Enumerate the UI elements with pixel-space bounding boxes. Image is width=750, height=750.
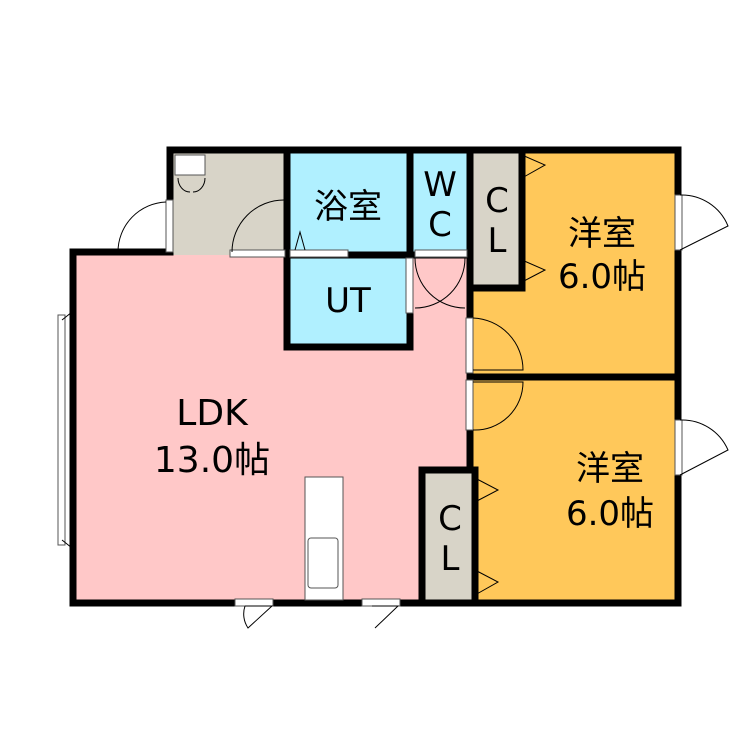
room-closet-bottom xyxy=(422,470,475,603)
bedroom2-label: 洋室 xyxy=(576,449,644,489)
ldk-size: 13.0帖 xyxy=(154,440,270,481)
ldk-label: LDK xyxy=(176,393,249,434)
closet-top-label-l: L xyxy=(488,221,507,261)
hallway xyxy=(410,255,470,315)
closet-top-label-c: C xyxy=(485,181,509,221)
bath-label: 浴室 xyxy=(314,187,382,227)
wc-label-c: C xyxy=(428,205,452,245)
room-ut xyxy=(287,255,410,347)
room-wc xyxy=(410,150,470,255)
door-swings xyxy=(61,154,729,629)
room-closet-top-fill xyxy=(472,152,522,288)
bedroom1-size: 6.0帖 xyxy=(558,257,646,297)
room-bedroom2 xyxy=(470,377,678,603)
closet-bottom-label-l: L xyxy=(441,539,460,579)
wc-label-w: W xyxy=(423,165,457,205)
bedroom1-label: 洋室 xyxy=(568,214,636,254)
room-bath xyxy=(287,150,410,255)
openings xyxy=(57,154,683,607)
ut-label: UT xyxy=(325,281,371,321)
closet-bottom-label-c: C xyxy=(438,499,462,539)
bedroom2-size: 6.0帖 xyxy=(566,494,654,534)
